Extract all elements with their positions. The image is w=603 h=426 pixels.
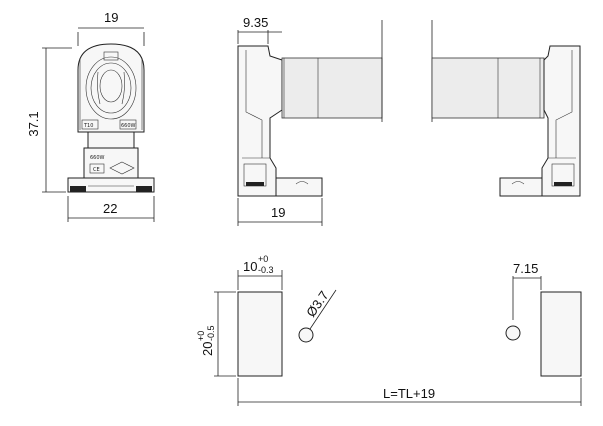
mount-block-left [237,291,283,377]
body-label-box: CE [93,167,100,173]
front-view: T10 660W 660W CE 19 37.1 22 [26,10,155,222]
mount-hole-right [505,325,521,341]
dim-front-top-width: 19 [104,10,118,25]
side-view: 9.35 19 [237,15,581,226]
dim-overall-length: L=TL+19 [383,386,435,401]
dim-block-width-tol-lower: -0.3 [258,265,274,275]
socket-marking-right: 660W [121,123,136,129]
mount-hole-left [298,327,314,343]
mounting-layout: 10 +0 -0.3 20 +0 -0.5 Ø3.7 7.15 L=TL+19 [196,254,582,406]
dim-front-height: 37.1 [26,111,41,136]
dim-block-height: 20 [200,342,215,356]
dim-hole-offset: 7.15 [513,261,538,276]
dim-side-offset: 9.35 [243,15,268,30]
mount-block-right [540,291,582,377]
dim-block-width-tol-upper: +0 [258,254,268,264]
dim-block-height-tol-lower: -0.5 [206,325,216,341]
dim-block-width: 10 [243,259,257,274]
socket-marking-left: T10 [83,123,93,129]
dim-hole-diameter: Ø3.7 [303,288,331,320]
dim-front-bottom-width: 22 [103,201,117,216]
dim-side-width: 19 [271,205,285,220]
dim-block-height-tol-upper: +0 [196,331,206,341]
body-label-top: 660W [90,155,105,161]
